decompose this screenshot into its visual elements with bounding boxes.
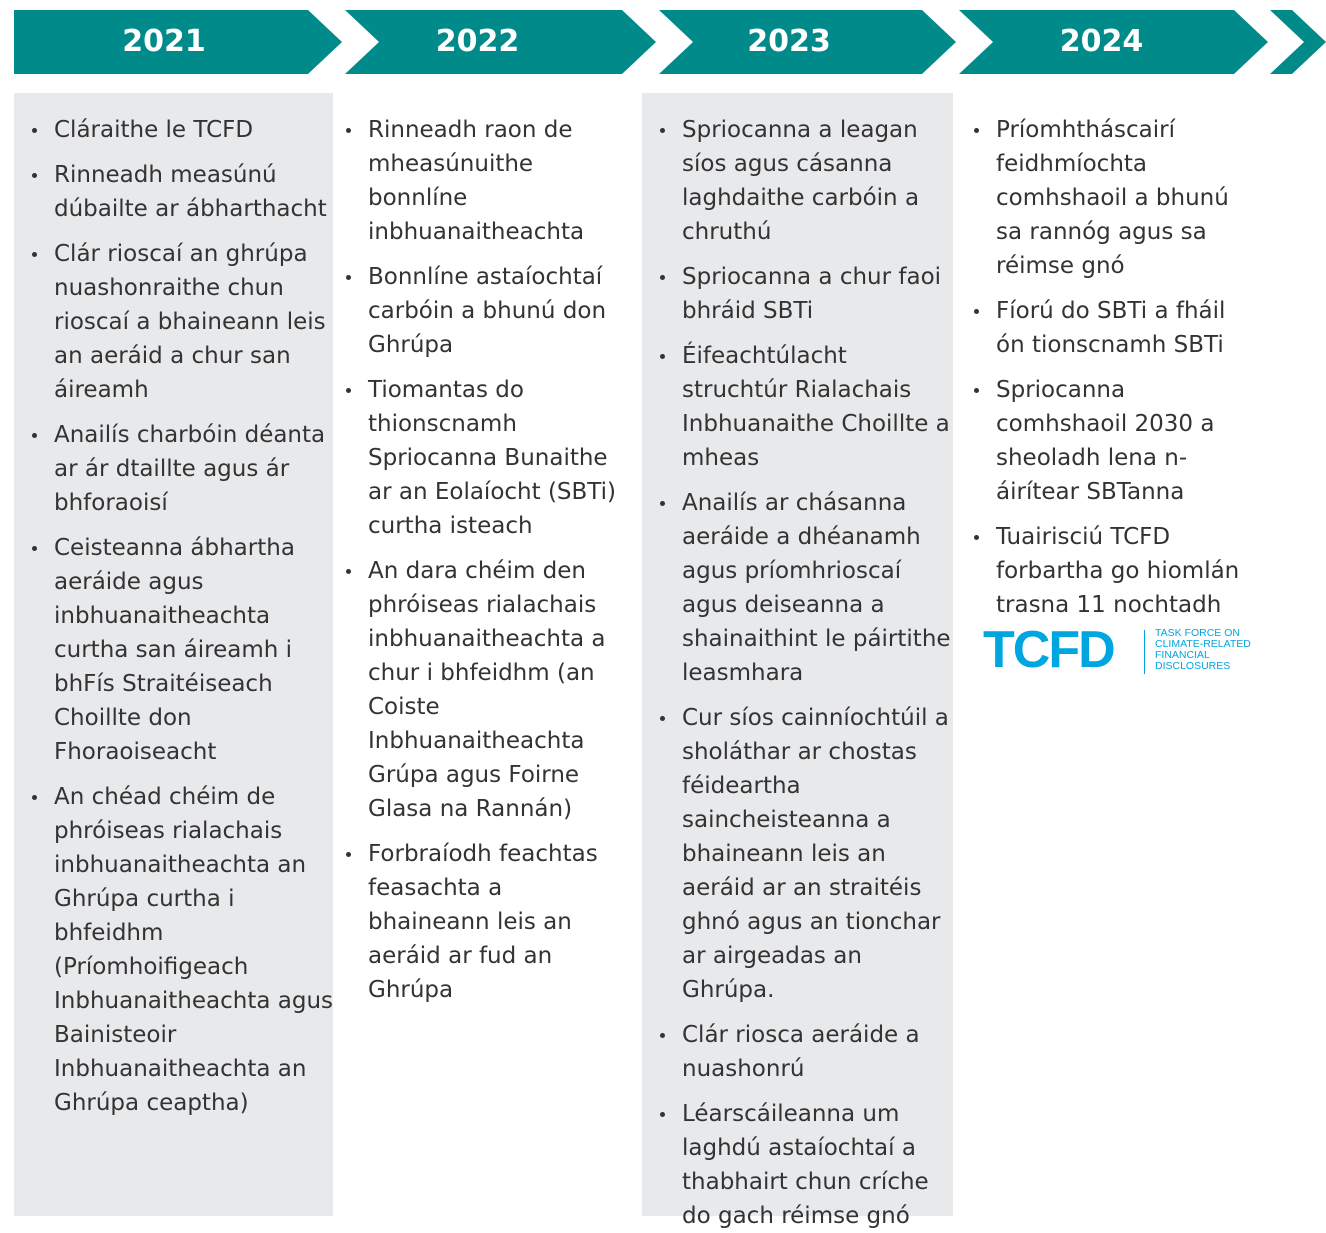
year-label-2024: 2024 xyxy=(1059,24,1144,59)
column-2023: Spriocanna a leagan síos agus cásanna la… xyxy=(642,93,953,1229)
list-item: Cur síos cainníochtúil a sholáthar ar ch… xyxy=(642,701,953,1007)
milestone-list-2023: Spriocanna a leagan síos agus cásanna la… xyxy=(642,113,953,1233)
list-item: Forbraíodh feachtas feasachta a bhainean… xyxy=(328,837,628,1007)
arrow-2022 xyxy=(345,10,656,74)
bullet-icon xyxy=(660,501,665,506)
list-item: Anailís ar chásanna aeráide a dhéanamh a… xyxy=(642,486,953,690)
milestone-list-2021: Cláraithe le TCFD Rinneadh measúnú dúbai… xyxy=(14,113,333,1120)
list-item: Spriocanna comhshaoil 2030 a sheoladh le… xyxy=(956,373,1256,509)
list-item: Éifeachtúlacht struchtúr Rialachais Inbh… xyxy=(642,339,953,475)
bullet-icon xyxy=(660,1112,665,1117)
bullet-icon xyxy=(974,535,979,540)
list-item: An chéad chéim de phróiseas rialachais i… xyxy=(14,780,333,1120)
arrow-continuation xyxy=(1270,10,1326,74)
year-label-2022: 2022 xyxy=(435,24,520,59)
list-item: Spriocanna a chur faoi bhráid SBTi xyxy=(642,260,953,328)
bullet-icon xyxy=(346,569,351,574)
list-item: Spriocanna a leagan síos agus cásanna la… xyxy=(642,113,953,249)
list-item: Tiomantas do thionscnamh Spriocanna Buna… xyxy=(328,373,628,543)
tcfd-subtitle: TASK FORCE ON CLIMATE-RELATED FINANCIAL … xyxy=(1155,627,1251,672)
bullet-icon xyxy=(32,433,37,438)
bullet-icon xyxy=(660,716,665,721)
list-item: Ceisteanna ábhartha aeráide agus inbhuan… xyxy=(14,531,333,769)
list-item: Anailís charbóin déanta ar ár dtaillte a… xyxy=(14,418,333,520)
list-item: Cláraithe le TCFD xyxy=(14,113,333,147)
bullet-icon xyxy=(974,388,979,393)
bullet-icon xyxy=(660,275,665,280)
bullet-icon xyxy=(346,852,351,857)
tcfd-wordmark: TCFD xyxy=(983,621,1116,679)
logo-divider xyxy=(1144,630,1145,674)
column-2021: Cláraithe le TCFD Rinneadh measúnú dúbai… xyxy=(14,93,333,1216)
list-item: Léarscáileanna um laghdú astaíochtaí a t… xyxy=(642,1097,953,1233)
bullet-icon xyxy=(32,128,37,133)
list-item: Rinneadh raon de mheasúnuithe bonnlíne i… xyxy=(328,113,628,249)
bullet-icon xyxy=(346,128,351,133)
timeline-arrows xyxy=(14,10,1326,74)
list-item: Clár rioscaí an ghrúpa nuashonraithe chu… xyxy=(14,237,333,407)
bullet-icon xyxy=(32,795,37,800)
list-item: Príomhtháscairí feidhmíochta comhshaoil … xyxy=(956,113,1256,283)
column-2022: Rinneadh raon de mheasúnuithe bonnlíne i… xyxy=(328,93,628,1216)
bullet-icon xyxy=(346,388,351,393)
bullet-icon xyxy=(346,275,351,280)
milestone-list-2022: Rinneadh raon de mheasúnuithe bonnlíne i… xyxy=(328,113,628,1007)
bullet-icon xyxy=(660,1033,665,1038)
column-2024: Príomhtháscairí feidhmíochta comhshaoil … xyxy=(956,93,1256,1216)
bullet-icon xyxy=(32,252,37,257)
list-item: Clár riosca aeráide a nuashonrú xyxy=(642,1018,953,1086)
bullet-icon xyxy=(660,128,665,133)
arrow-2023 xyxy=(659,10,956,74)
arrow-2024 xyxy=(959,10,1268,74)
bullet-icon xyxy=(32,173,37,178)
list-item: Bonnlíne astaíochtaí carbóin a bhunú don… xyxy=(328,260,628,362)
milestone-list-2024: Príomhtháscairí feidhmíochta comhshaoil … xyxy=(956,113,1256,622)
year-label-2023: 2023 xyxy=(747,24,831,59)
arrow-2021 xyxy=(14,10,342,74)
bullet-icon xyxy=(974,309,979,314)
bullet-icon xyxy=(32,546,37,551)
list-item: Rinneadh measúnú dúbailte ar ábharthacht xyxy=(14,158,333,226)
list-item: Fíorú do SBTi a fháil ón tionscnamh SBTi xyxy=(956,294,1256,362)
bullet-icon xyxy=(660,354,665,359)
bullet-icon xyxy=(974,128,979,133)
year-label-2021: 2021 xyxy=(122,24,206,59)
tcfd-logo: TCFD TASK FORCE ON CLIMATE-RELATED FINAN… xyxy=(983,624,1273,680)
list-item: Tuairisciú TCFD forbartha go hiomlán tra… xyxy=(956,520,1256,622)
list-item: An dara chéim den phróiseas rialachais i… xyxy=(328,554,628,826)
